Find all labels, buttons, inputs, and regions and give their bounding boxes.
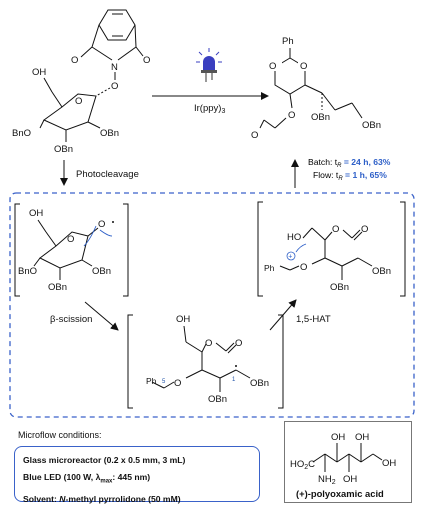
formate-o-r2: O (205, 338, 212, 349)
conditions-box: Glass microreactor (0.2 x 0.5 mm, 3 mL) … (14, 446, 260, 504)
obn-label-sm-bottom: OBn (54, 144, 73, 155)
ph-label-r2: Ph (146, 376, 157, 386)
starting-material: O O N O OH O BnO OBn OBn (12, 9, 150, 155)
ho2c-label: HO2C (290, 459, 315, 471)
hat-label: 1,5-HAT (296, 314, 331, 325)
obn-r1-right: OBn (92, 266, 111, 277)
obn-r2-bottom: OBn (208, 394, 227, 405)
formate-o-r3: O (332, 224, 339, 235)
benzylic-radical: HO O O O Ph + OBn OBn (257, 201, 406, 297)
atom-number-1: 1 (232, 377, 236, 383)
product-obn-right: OBn (362, 120, 381, 131)
oh-top-1: OH (331, 432, 345, 443)
blue-led-icon (196, 48, 222, 82)
hat-arrow (269, 299, 297, 331)
imide-nitrogen: N (111, 62, 118, 73)
obn-r3-bottom: OBn (330, 282, 349, 293)
product-ph-label: Ph (282, 36, 294, 47)
dioxane-o-right: O (300, 61, 307, 72)
formate-carbonyl-o: O (251, 130, 258, 141)
terminal-oh: OH (382, 458, 396, 469)
ring-oxygen: O (75, 96, 82, 107)
ring-o-r1: O (67, 234, 74, 245)
formate-co-r2: O (235, 338, 242, 349)
condition-reactor: Glass microreactor (0.2 x 0.5 mm, 3 mL) (23, 455, 186, 465)
oh-label-r1: OH (29, 208, 43, 219)
imide-carbonyl-o-left: O (71, 55, 78, 66)
n-oxygen: O (111, 81, 118, 92)
dioxane-o-left: O (269, 61, 276, 72)
product-structure: Ph O O OBn OBn O O (251, 36, 381, 141)
bno-r1: BnO (18, 266, 37, 277)
catalyst-label: Ir(ppy)3 (194, 103, 225, 115)
mechanism-box (9, 192, 415, 418)
ether-o-r3: O (300, 262, 307, 273)
ph-label-r3: Ph (264, 263, 275, 273)
imide-carbonyl-o-right: O (143, 55, 150, 66)
polyoxamic-acid-box (284, 421, 412, 503)
polyoxamic-acid-structure: HO2C OH OH OH NH2 OH (290, 432, 396, 486)
formate-o: O (288, 110, 295, 121)
oh-top-2: OH (355, 432, 369, 443)
radical-o-r1: O (98, 219, 105, 230)
obn-r3-right: OBn (372, 266, 391, 277)
nh2-label: NH2 (318, 474, 336, 486)
beta-scission-arrow (84, 301, 119, 331)
alkoxy-radical: OH O O BnO OBn OBn (14, 203, 129, 297)
condition-led: Blue LED (100 W, λmax: 445 nm) (23, 472, 151, 485)
bno-label-sm: BnO (12, 128, 31, 139)
oh-label-r2: OH (176, 314, 190, 325)
oh-label-r3: HO (287, 232, 301, 243)
obn-r2-right: OBn (250, 378, 269, 389)
obn-r1-bottom: OBn (48, 282, 67, 293)
conditions-title: Microflow conditions: (18, 430, 102, 440)
photocleavage-label: Photocleavage (76, 169, 139, 180)
flow-result: Flow: tR = 1 h, 65% (313, 170, 387, 182)
radical-plus-icon: + (288, 254, 292, 261)
carbon-radical: OH O O O Ph 5 1 OBn OBn (127, 314, 284, 409)
product-name: (+)-polyoxamic acid (296, 488, 384, 499)
ether-o-r2: O (174, 378, 181, 389)
oh-bottom: OH (343, 474, 357, 485)
beta-scission-label: β-scission (50, 314, 92, 325)
condition-solvent: Solvent: N-methyl pyrrolidone (50 mM) (23, 493, 181, 504)
atom-number-5: 5 (162, 379, 166, 385)
oh-label-sm: OH (32, 67, 46, 78)
product-obn-bottom: OBn (311, 112, 330, 123)
batch-result: Batch: tR = 24 h, 63% (308, 157, 391, 169)
formate-co-r3: O (361, 224, 368, 235)
obn-label-sm-right: OBn (100, 128, 119, 139)
